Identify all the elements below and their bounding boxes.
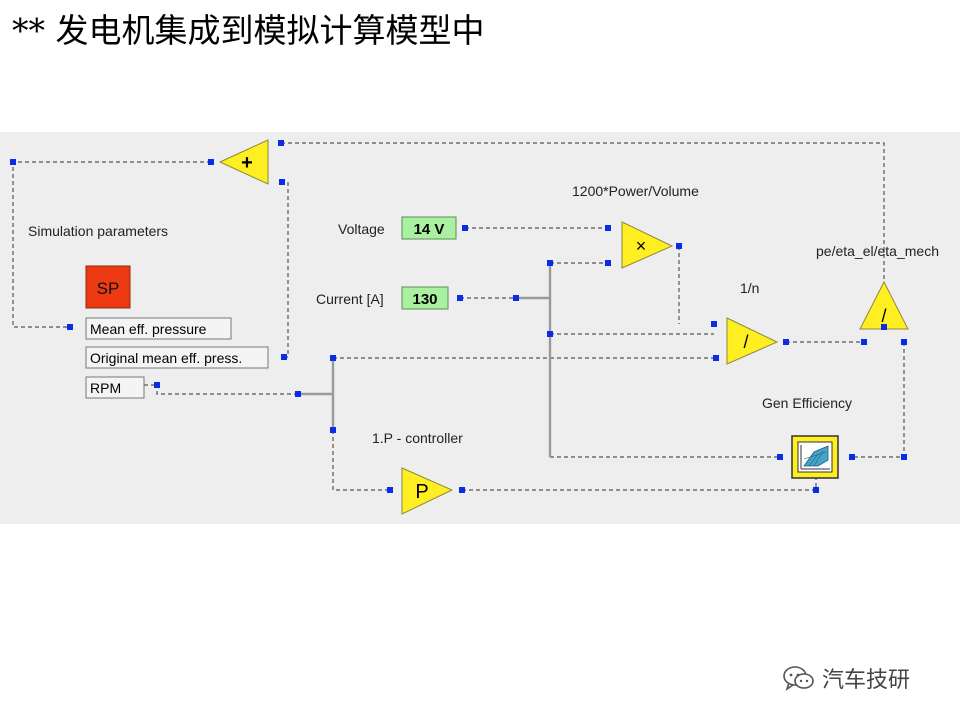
add-block[interactable]: +	[218, 139, 269, 185]
port[interactable]	[513, 295, 519, 301]
watermark-text: 汽车技研	[822, 668, 911, 693]
wire-bus-to-p	[332, 430, 390, 491]
watermark: 汽车技研	[782, 662, 910, 694]
port[interactable]	[387, 487, 393, 493]
add-block-symbol: +	[241, 152, 253, 174]
port[interactable]	[281, 354, 287, 360]
sp-row-mean-pressure[interactable]: Mean eff. pressure	[85, 317, 232, 340]
sp-row-rpm-label: RPM	[90, 380, 121, 396]
port[interactable]	[713, 355, 719, 361]
multiply-block[interactable]: ×	[621, 221, 674, 269]
port[interactable]	[901, 339, 907, 345]
label-gen-efficiency: Gen Efficiency	[762, 395, 852, 411]
simulation-diagram: Simulation parameters 1200*Power/Volume …	[0, 132, 960, 524]
label-power-volume: 1200*Power/Volume	[572, 183, 699, 199]
add-block-shape	[218, 139, 269, 185]
port[interactable]	[462, 225, 468, 231]
sp-row-original-pressure-label: Original mean eff. press.	[90, 350, 242, 366]
wire-add-output	[12, 161, 211, 328]
port[interactable]	[330, 427, 336, 433]
label-simulation-parameters: Simulation parameters	[28, 223, 168, 239]
gen-efficiency-block[interactable]	[791, 435, 839, 479]
bus-current	[516, 263, 552, 457]
one-over-n-block-shape	[726, 317, 779, 365]
signal-buses	[298, 263, 552, 457]
sp-block-label: SP	[97, 279, 120, 298]
bus-rpm	[298, 358, 335, 430]
port[interactable]	[154, 382, 160, 388]
multiply-block-symbol: ×	[636, 236, 647, 256]
port[interactable]	[459, 487, 465, 493]
port[interactable]	[208, 159, 214, 165]
one-over-n-block[interactable]: /	[726, 317, 779, 365]
wire-top-feedback	[281, 142, 885, 327]
port[interactable]	[861, 339, 867, 345]
port[interactable]	[278, 140, 284, 146]
slide-title: ** 发电机集成到模拟计算模型中	[12, 11, 485, 50]
port[interactable]	[849, 454, 855, 460]
connection-ports	[10, 140, 907, 493]
port[interactable]	[605, 225, 611, 231]
one-over-n-block-symbol: /	[743, 332, 748, 352]
sp-row-mean-pressure-box	[85, 317, 232, 340]
sp-row-rpm-box	[85, 376, 145, 399]
label-pe-ratio: pe/eta_el/eta_mech	[816, 243, 939, 259]
port[interactable]	[279, 179, 285, 185]
label-one-over-n: 1/n	[740, 280, 759, 296]
port[interactable]	[67, 324, 73, 330]
p-controller-block-shape	[401, 467, 454, 515]
voltage-source-box	[401, 216, 457, 240]
p-controller-block[interactable]: P	[401, 467, 454, 515]
port[interactable]	[783, 339, 789, 345]
port[interactable]	[813, 487, 819, 493]
sp-row-original-pressure[interactable]: Original mean eff. press.	[85, 346, 269, 369]
label-voltage: Voltage	[338, 221, 385, 237]
sp-row-rpm[interactable]: RPM	[85, 376, 145, 399]
port[interactable]	[777, 454, 783, 460]
wechat-icon	[783, 666, 814, 691]
ratio-block-symbol: /	[881, 306, 886, 326]
surface-map-icon	[797, 441, 833, 473]
current-source-value: 130	[412, 291, 437, 308]
port[interactable]	[330, 355, 336, 361]
p-controller-block-symbol: P	[415, 481, 428, 503]
port[interactable]	[711, 321, 717, 327]
multiply-block-shape	[621, 221, 674, 269]
port[interactable]	[881, 324, 887, 330]
label-p-controller: 1.P - controller	[372, 430, 463, 446]
current-source[interactable]: 130	[401, 286, 449, 310]
port[interactable]	[295, 391, 301, 397]
current-source-box	[401, 286, 449, 310]
port[interactable]	[457, 295, 463, 301]
label-current: Current [A]	[316, 291, 384, 307]
sp-block-body	[85, 265, 131, 309]
port[interactable]	[901, 454, 907, 460]
port[interactable]	[10, 159, 16, 165]
port[interactable]	[547, 260, 553, 266]
voltage-source[interactable]: 14 V	[401, 216, 457, 240]
port[interactable]	[605, 260, 611, 266]
sp-block[interactable]: SP	[85, 265, 131, 309]
port[interactable]	[676, 243, 682, 249]
sp-row-mean-pressure-label: Mean eff. pressure	[90, 321, 207, 337]
sp-row-original-pressure-box	[85, 346, 269, 369]
voltage-source-value: 14 V	[414, 221, 445, 238]
port[interactable]	[547, 331, 553, 337]
